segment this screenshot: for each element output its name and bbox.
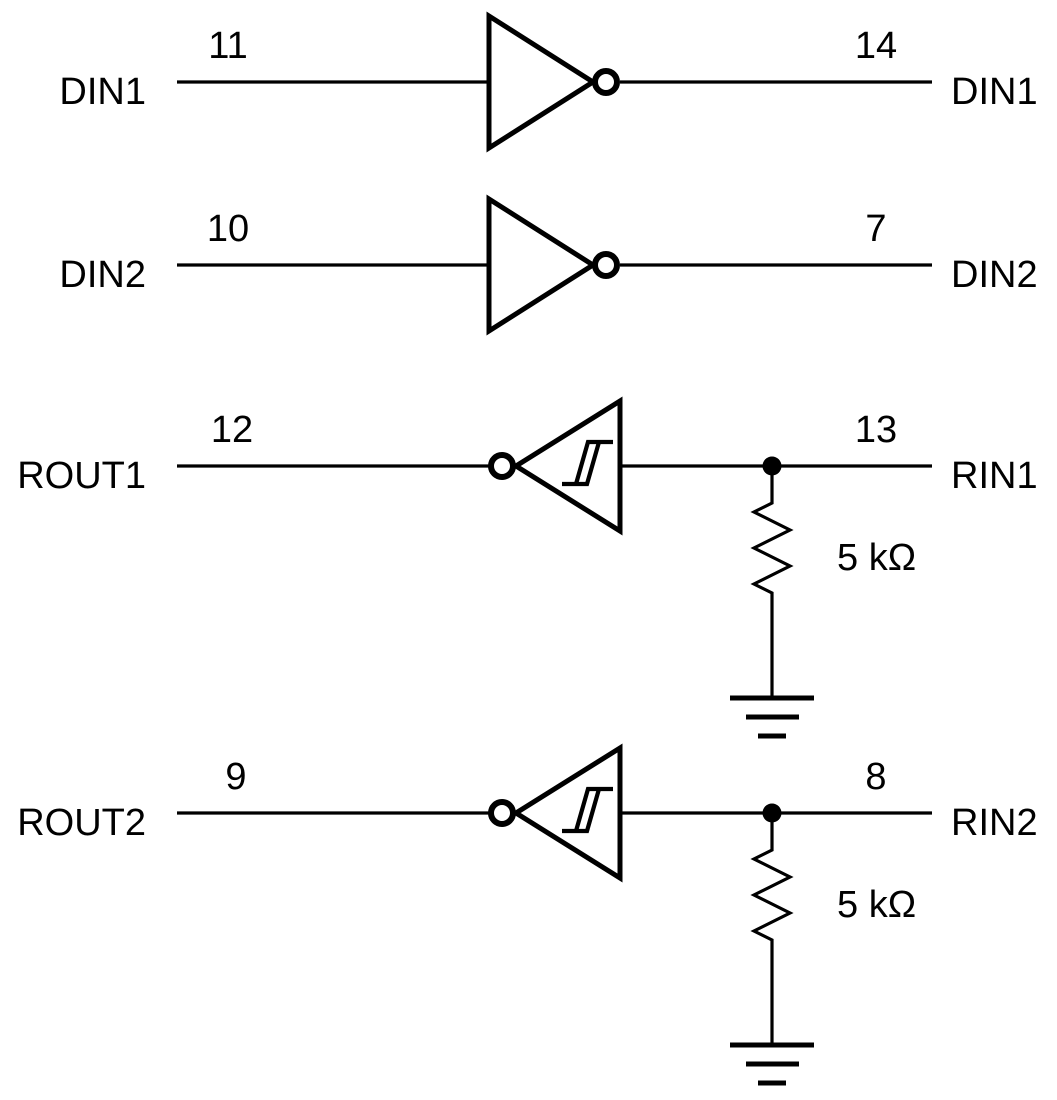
channel-3-inverting-bubble-icon	[488, 452, 516, 480]
channel-3-hysteresis-icon	[562, 441, 602, 487]
channel-2-inverting-bubble-icon	[592, 251, 620, 279]
channel-2-left-signal-label: DIN2	[59, 254, 146, 296]
channel-3-junction-dot	[762, 456, 782, 476]
channel-3-hysteresis-icon	[573, 439, 613, 485]
channel-3-left-signal-label: ROUT1	[17, 455, 146, 497]
channel-1-right-signal-label: DIN1	[951, 71, 1038, 113]
channel-1-left-pin-number: 11	[208, 25, 247, 67]
channel-4-left-signal-label: ROUT2	[17, 802, 146, 844]
channel-4-hysteresis-icon	[562, 788, 602, 834]
channel-4-inverter-triangle-icon	[511, 743, 623, 883]
channel-3-inverter-triangle-icon	[511, 396, 623, 536]
channel-2-left-pin-number: 10	[207, 208, 249, 250]
channel-4-junction-dot	[762, 803, 782, 823]
channel-3-left-pin-number: 12	[211, 409, 253, 451]
channel-4-hysteresis-icon	[573, 786, 613, 832]
channel-3-right-pin-number: 13	[855, 409, 897, 451]
channel-4-right-signal-label: RIN2	[951, 802, 1038, 844]
channel-1-right-pin-number: 14	[855, 25, 897, 67]
channel-4-pulldown-resistor-icon	[750, 821, 794, 1045]
channel-4-left-pin-number: 9	[225, 756, 246, 798]
channel-4-right-pin-number: 8	[865, 756, 886, 798]
channel-4-resistor-value-label: 5 kΩ	[837, 884, 916, 926]
channel-1-inverter-triangle-icon	[486, 11, 598, 153]
channel-2-right-pin-number: 7	[865, 208, 886, 250]
channel-3-resistor-value-label: 5 kΩ	[837, 537, 916, 579]
channel-1-left-signal-label: DIN1	[59, 71, 146, 113]
channel-3-right-signal-label: RIN1	[951, 455, 1038, 497]
channel-4-inverting-bubble-icon	[488, 799, 516, 827]
channel-2-inverter-triangle-icon	[486, 194, 598, 336]
channel-2-right-signal-label: DIN2	[951, 254, 1038, 296]
channel-3-pulldown-resistor-icon	[750, 474, 794, 698]
channel-1-inverting-bubble-icon	[592, 68, 620, 96]
